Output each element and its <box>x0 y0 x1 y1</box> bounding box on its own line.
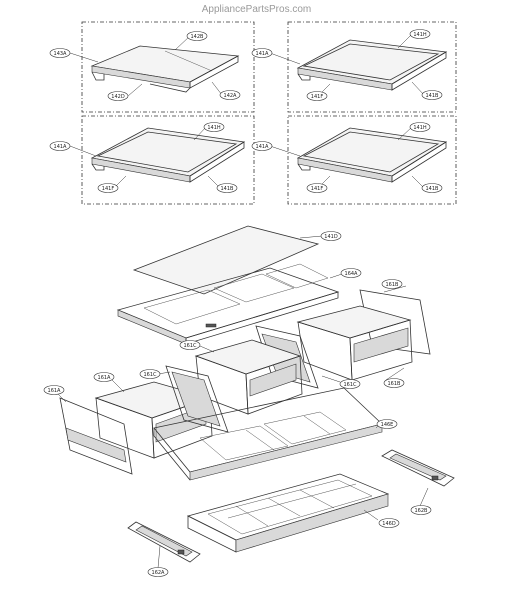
drawer-divider-left <box>165 365 229 433</box>
shelf-panel-full: 141A 141H 141F 141B <box>251 21 457 113</box>
callout <box>49 48 71 58</box>
callout <box>251 48 273 58</box>
panel-border <box>81 21 255 113</box>
callout-label: 161B <box>386 282 400 288</box>
callout-label: 162A <box>152 570 166 576</box>
callout <box>340 268 362 278</box>
watermark: AppliancePartsPros.com <box>201 4 312 15</box>
callout-label: 146E <box>381 422 394 428</box>
callout <box>421 183 443 193</box>
callout-label: 146D <box>382 521 396 527</box>
callout <box>378 518 400 528</box>
callout-label: 141D <box>324 234 338 240</box>
panel-border <box>287 115 457 205</box>
drawer-right <box>296 289 431 381</box>
callout <box>320 231 342 241</box>
callout <box>147 567 169 577</box>
callout <box>421 90 443 100</box>
callout-label: 141B <box>426 93 440 99</box>
callout <box>203 122 225 132</box>
callout <box>409 122 431 132</box>
callout <box>306 91 328 101</box>
callout <box>43 385 65 395</box>
drawer-center <box>194 339 303 415</box>
callout <box>383 378 405 388</box>
callout-label: 164A <box>345 271 359 277</box>
shelf-panel-split: 143A 142B 142D 142A <box>49 21 255 113</box>
callout <box>186 31 208 41</box>
shelf-panel-full: 141A 141H 141F 141B <box>251 115 457 205</box>
callout <box>97 183 119 193</box>
callout-label: 161A <box>98 375 112 381</box>
callout-label: 141F <box>102 186 115 192</box>
callout-label: 142D <box>111 94 125 100</box>
callout-label: 141B <box>221 186 235 192</box>
callout-label: 141H <box>413 32 427 38</box>
callout-label: 141F <box>311 94 324 100</box>
callout <box>376 419 398 429</box>
callout-label: 142B <box>191 34 205 40</box>
callout <box>339 379 361 389</box>
callout-label: 161B <box>388 381 402 387</box>
split-shelf-glass <box>90 45 240 83</box>
callout <box>306 183 328 193</box>
callout-label: 142A <box>224 93 238 99</box>
callout <box>219 90 241 100</box>
callout-label: 141H <box>413 125 427 131</box>
glass-sheet <box>132 225 320 295</box>
callout-label: 161C <box>143 372 157 378</box>
callout-label: 161A <box>48 388 62 394</box>
callout <box>216 183 238 193</box>
slide-rail-left <box>127 521 201 563</box>
callout <box>93 372 115 382</box>
callout <box>251 141 273 151</box>
slide-rail-right <box>381 449 455 487</box>
callout-label: 141F <box>311 186 324 192</box>
callout <box>410 505 432 515</box>
callout <box>409 29 431 39</box>
callout <box>139 369 161 379</box>
callout <box>179 340 201 350</box>
callout <box>49 141 71 151</box>
callout-label: 141H <box>207 125 221 131</box>
callout-label: 141A <box>256 144 270 150</box>
callout-label: 141B <box>426 186 440 192</box>
shelf-panel-full: 141A 141H 141F 141B <box>49 115 255 205</box>
panel-border <box>287 21 457 113</box>
callout-label: 161C <box>343 382 357 388</box>
callout-label: 143A <box>54 51 68 57</box>
callout-label: 141A <box>54 144 68 150</box>
callout-label: 141A <box>256 51 270 57</box>
callout <box>381 279 403 289</box>
callout-label: 161C <box>183 343 197 349</box>
callout-label: 162B <box>415 508 429 514</box>
callout <box>107 91 129 101</box>
bottom-tray <box>186 473 390 553</box>
panel-border <box>81 115 255 205</box>
